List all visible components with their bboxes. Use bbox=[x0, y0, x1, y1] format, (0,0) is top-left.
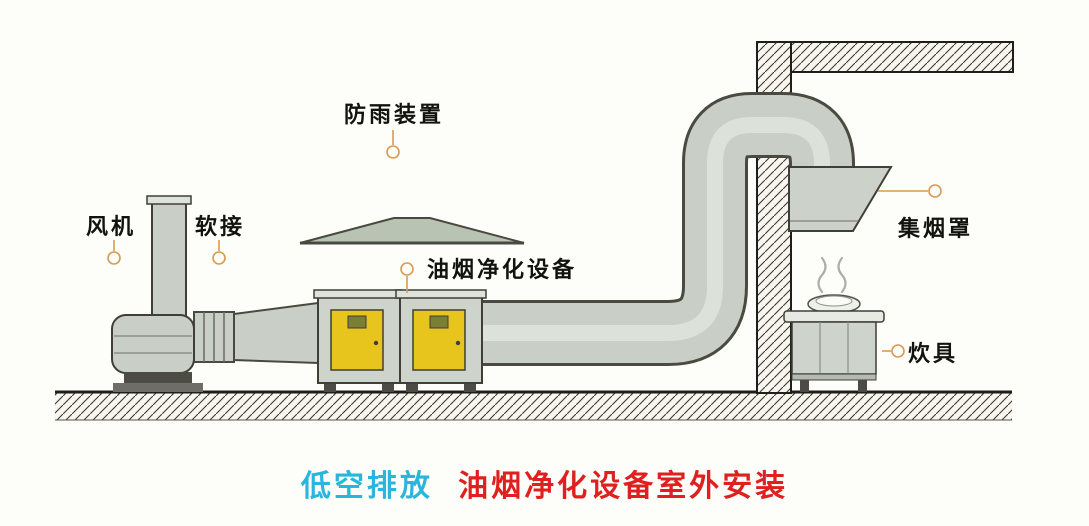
door-handle bbox=[455, 340, 461, 346]
duct-reducer bbox=[233, 301, 319, 365]
ground-hatch bbox=[55, 393, 1012, 420]
purifier-door bbox=[412, 309, 466, 371]
callout-dot-fan bbox=[107, 251, 121, 265]
label-fan: 风机 bbox=[86, 214, 137, 239]
callout-dot-flex-joint bbox=[212, 251, 226, 265]
stove-counter bbox=[783, 310, 885, 323]
callout-dot-hood bbox=[928, 184, 942, 198]
exhaust-duct bbox=[468, 92, 855, 366]
duct-highlight bbox=[468, 117, 830, 341]
callout-dot-purifier bbox=[400, 262, 414, 276]
label-purifier: 油烟净化设备 bbox=[427, 257, 578, 282]
callout-markers bbox=[107, 130, 942, 358]
fan-foot-plate bbox=[113, 383, 203, 392]
building-structure bbox=[756, 41, 1014, 394]
label-hood: 集烟罩 bbox=[898, 216, 974, 241]
smoke-hood bbox=[788, 166, 893, 232]
fan bbox=[111, 195, 203, 392]
ceiling-beam bbox=[756, 41, 1014, 73]
purifier-unit-1 bbox=[313, 289, 403, 392]
stove-body bbox=[791, 321, 877, 375]
callout-dot-stove bbox=[891, 344, 905, 358]
purifier-foot bbox=[382, 383, 394, 392]
label-stove: 炊具 bbox=[908, 341, 959, 366]
purifier-foot bbox=[324, 383, 336, 392]
fan-base bbox=[124, 372, 192, 383]
rain-cover-roof bbox=[299, 217, 525, 244]
rain-cover bbox=[299, 217, 525, 245]
door-window bbox=[347, 315, 367, 329]
callout-dot-rain-device bbox=[386, 145, 400, 159]
purifier-top-cap bbox=[395, 289, 487, 299]
flexible-joint bbox=[193, 311, 235, 363]
purifier-top-cap bbox=[313, 289, 403, 299]
steam-icon bbox=[837, 256, 847, 294]
fan-stack bbox=[151, 202, 187, 324]
label-rain-device: 防雨装置 bbox=[344, 102, 445, 127]
door-handle bbox=[373, 340, 379, 346]
fan-housing bbox=[111, 314, 195, 374]
stove-leg bbox=[858, 380, 867, 392]
cooking-pot-rim bbox=[815, 295, 853, 307]
door-window bbox=[429, 315, 449, 329]
diagram-caption: 低空排放 油烟净化设备室外安装 bbox=[0, 461, 1089, 505]
purifier-foot bbox=[406, 383, 418, 392]
caption-main: 油烟净化设备室外安装 bbox=[458, 470, 789, 503]
hood-canopy bbox=[788, 166, 893, 232]
purifier-unit-2 bbox=[395, 289, 487, 392]
label-flex-joint: 软接 bbox=[195, 214, 246, 239]
fan-stack-cap bbox=[146, 195, 192, 205]
cooking-stove bbox=[783, 256, 885, 392]
stove-leg bbox=[800, 380, 809, 392]
caption-highlight: 低空排放 bbox=[300, 470, 433, 503]
ground bbox=[55, 390, 1012, 421]
purifier-foot bbox=[464, 383, 476, 392]
steam-icon bbox=[817, 256, 827, 294]
stove-rail bbox=[791, 373, 877, 381]
